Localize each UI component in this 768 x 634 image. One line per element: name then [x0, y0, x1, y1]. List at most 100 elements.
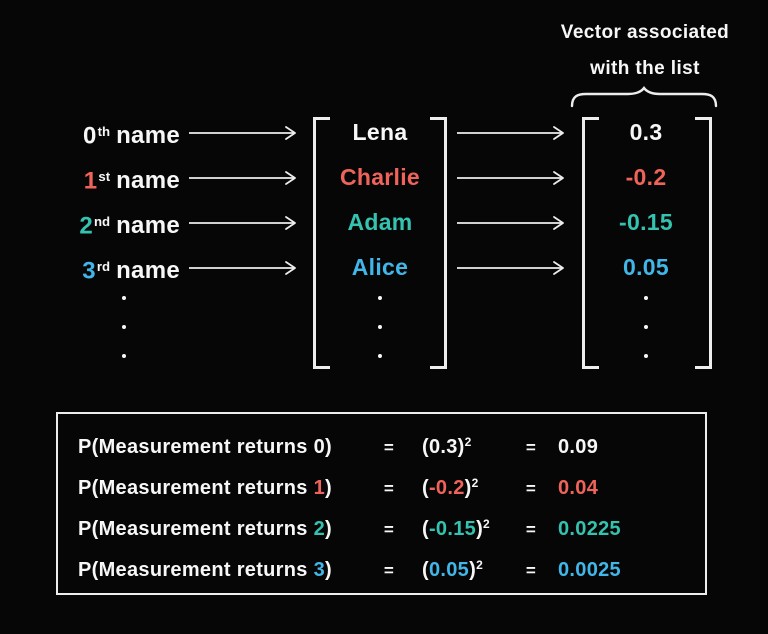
dot	[378, 325, 382, 329]
list-bracket-left	[313, 117, 330, 369]
label-prefix: P(Measurement returns	[78, 517, 314, 540]
ordinal-suffix: nd	[93, 214, 111, 229]
equals-sign: =	[383, 560, 395, 580]
arrow-right-icon	[189, 171, 296, 185]
formula-row: P(Measurement returns 1) = (-0.2)2 = 0.0…	[58, 463, 705, 504]
vector-value: -0.2	[625, 164, 667, 190]
probability-label: P(Measurement returns 2)	[58, 509, 370, 550]
dot	[378, 296, 382, 300]
exponent: 2	[471, 475, 479, 490]
arrow-right-icon	[189, 261, 296, 275]
probability-label: P(Measurement returns 3)	[58, 550, 370, 591]
dot	[644, 296, 648, 300]
vertical-ellipsis-icon	[114, 296, 134, 358]
arrow-right-icon	[189, 126, 296, 140]
equals-sign: =	[383, 519, 395, 539]
equals-sign: =	[525, 560, 537, 580]
paren-open: (	[422, 517, 429, 540]
dot	[122, 354, 126, 358]
vertical-ellipsis-icon	[370, 296, 390, 358]
paren-close: )	[476, 517, 484, 540]
probability-result: 0.0025	[558, 558, 621, 581]
arrow-right-icon	[457, 216, 564, 230]
label-suffix: )	[325, 517, 332, 540]
equals-sign: =	[383, 478, 395, 498]
formula-row: P(Measurement returns 0) = (0.3)2 = 0.09	[58, 422, 705, 463]
dot	[644, 354, 648, 358]
index-digit: 1	[83, 167, 98, 195]
ordinal-suffix: rd	[96, 259, 111, 274]
paren-open: (	[422, 435, 429, 458]
ordinal-suffix: st	[98, 169, 111, 184]
index-digit: 2	[79, 212, 93, 240]
equals-sign: =	[525, 437, 537, 457]
label-text: name	[116, 257, 180, 285]
vector-bracket-left	[582, 117, 599, 369]
index-digit: 0	[313, 435, 325, 458]
list-name: Adam	[347, 209, 413, 235]
list-name: Alice	[351, 254, 409, 280]
arrow-right-icon	[457, 171, 564, 185]
vector-value: 0.3	[629, 119, 663, 145]
paren-open: (	[422, 558, 429, 581]
vertical-ellipsis-icon	[636, 296, 656, 358]
formula-row: P(Measurement returns 3) = (0.05)2 = 0.0…	[58, 545, 705, 586]
paren-close: )	[469, 558, 477, 581]
squared-expression: (0.3)2	[422, 422, 516, 468]
formula-row: P(Measurement returns 2) = (-0.15)2 = 0.…	[58, 504, 705, 545]
dot	[378, 354, 382, 358]
label-text: name	[116, 167, 180, 195]
paren-close: )	[464, 476, 472, 499]
equals-sign: =	[525, 478, 537, 498]
label-text: name	[116, 212, 180, 240]
arrow-right-icon	[457, 126, 564, 140]
label-text: name	[116, 122, 180, 150]
probability-result: 0.09	[558, 435, 599, 458]
probability-label: P(Measurement returns 0)	[58, 427, 370, 468]
vector-value: 0.05	[623, 254, 669, 280]
overbrace-icon	[570, 86, 718, 108]
squared-expression: (-0.15)2	[422, 504, 516, 550]
label-prefix: P(Measurement returns	[78, 435, 314, 458]
list-name: Charlie	[339, 164, 421, 190]
probability-label: P(Measurement returns 1)	[58, 468, 370, 509]
probability-result: 0.0225	[558, 517, 621, 540]
amplitude-value: -0.2	[428, 476, 465, 499]
squared-expression: (0.05)2	[422, 545, 516, 591]
exponent: 2	[464, 434, 472, 449]
label-suffix: )	[325, 558, 332, 581]
amplitude-value: -0.15	[428, 517, 477, 540]
label-suffix: )	[325, 476, 332, 499]
vector-value: -0.15	[619, 209, 673, 235]
amplitude-value: 0.05	[428, 558, 470, 581]
label-suffix: )	[325, 435, 332, 458]
exponent: 2	[483, 516, 491, 531]
label-prefix: P(Measurement returns	[78, 476, 314, 499]
exponent: 2	[476, 557, 484, 572]
amplitude-value: 0.3	[428, 435, 458, 458]
title-line-2: with the list	[590, 58, 700, 79]
list-name: Lena	[352, 119, 408, 145]
arrow-right-icon	[457, 261, 564, 275]
index-digit: 0	[82, 122, 97, 150]
equals-sign: =	[383, 437, 395, 457]
ordinal-suffix: th	[97, 124, 111, 139]
index-digit: 3	[313, 558, 325, 581]
probability-result: 0.04	[558, 476, 599, 499]
figure-title: Vector associated with the list	[520, 15, 768, 87]
squared-expression: (-0.2)2	[422, 463, 516, 509]
dot	[122, 325, 126, 329]
index-digit: 1	[313, 476, 325, 499]
index-digit: 3	[82, 257, 96, 285]
index-digit: 2	[313, 517, 325, 540]
list-bracket-right	[430, 117, 447, 369]
dot	[122, 296, 126, 300]
